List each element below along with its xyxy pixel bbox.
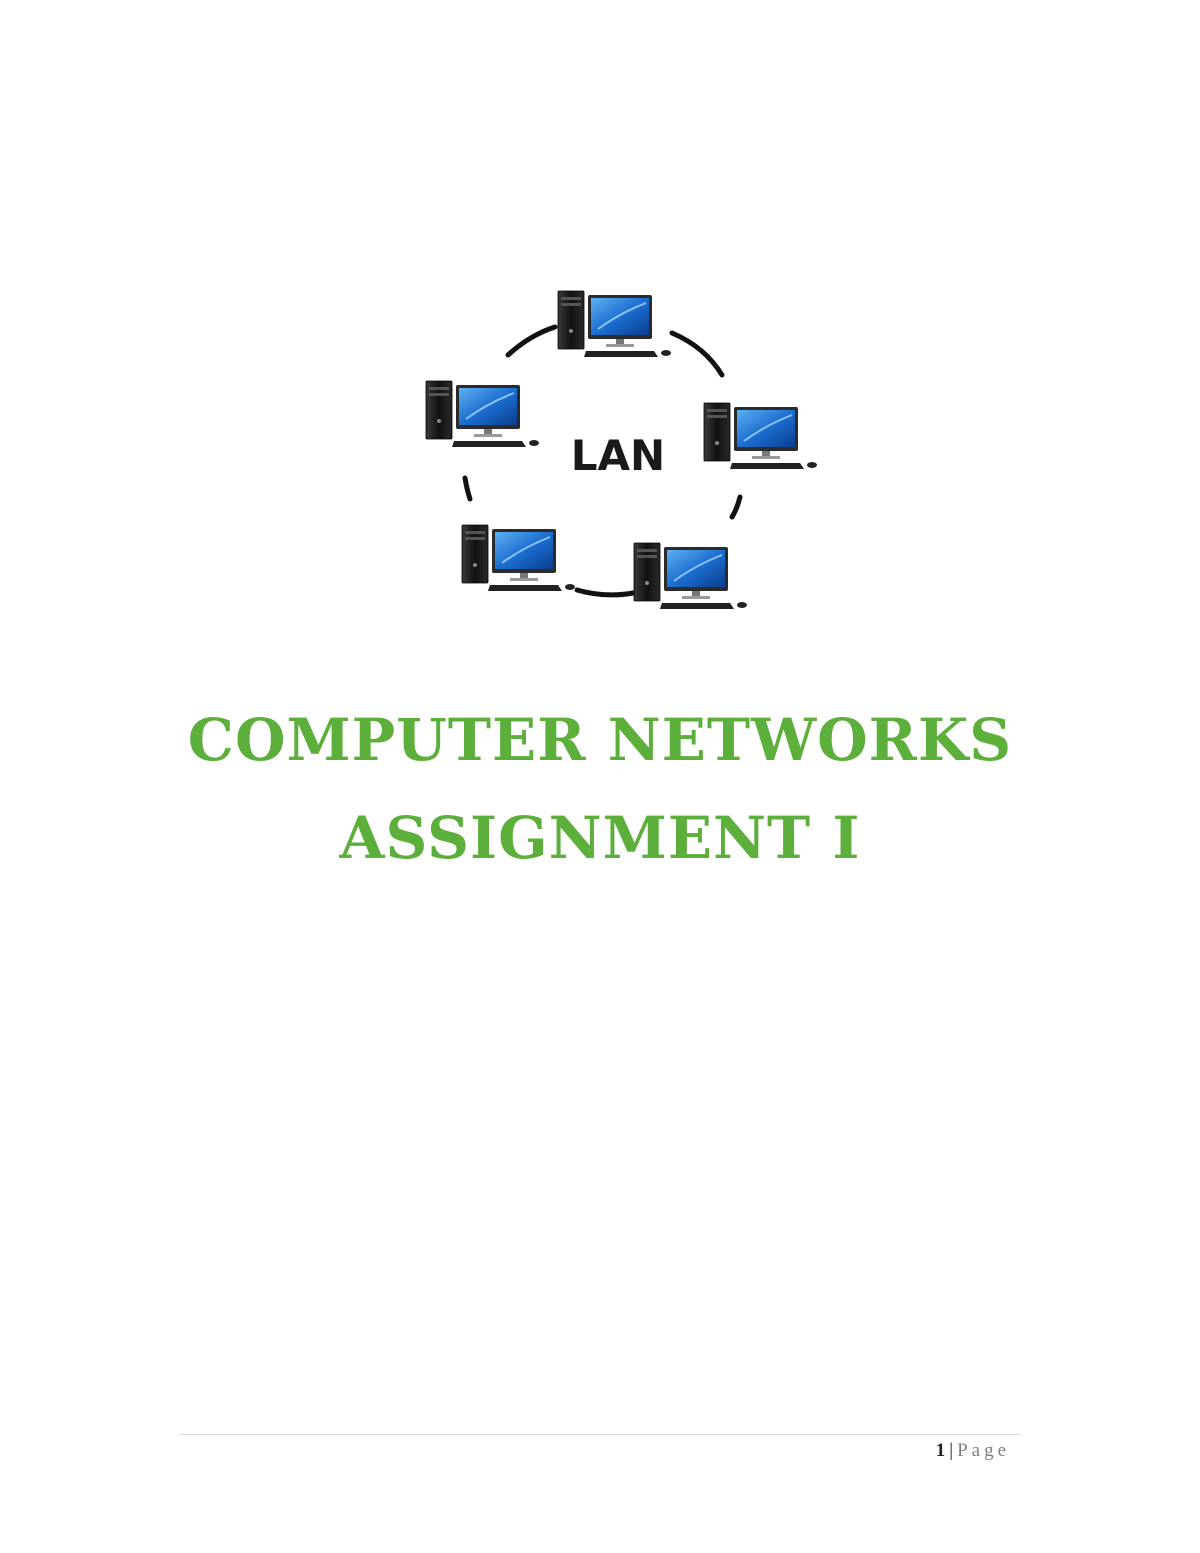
computer-top-icon bbox=[557, 290, 672, 358]
ring-segment-top-left bbox=[505, 324, 558, 358]
page-label: Page bbox=[957, 1440, 1010, 1461]
document-title-line-2: ASSIGNMENT I bbox=[339, 804, 861, 872]
ring-segment-bottom bbox=[574, 587, 636, 598]
page-number: 1 bbox=[935, 1440, 946, 1461]
ring-segment-left bbox=[462, 475, 473, 502]
ring-segment-right bbox=[729, 494, 743, 520]
computer-bottom-right-icon bbox=[633, 542, 748, 610]
lan-diagram: LAN bbox=[420, 285, 820, 615]
footer-separator: | bbox=[949, 1440, 954, 1461]
lan-diagram-svg: LAN bbox=[425, 290, 818, 610]
page-footer: 1|Page bbox=[936, 1440, 1010, 1462]
ring-segment-top-right bbox=[669, 330, 725, 378]
computer-left-icon bbox=[425, 380, 540, 448]
computer-bottom-left-icon bbox=[461, 524, 576, 592]
footer-divider bbox=[180, 1434, 1020, 1435]
lan-label: LAN bbox=[571, 431, 665, 480]
ring-connections bbox=[462, 324, 743, 598]
document-title-line-1: COMPUTER NETWORKS bbox=[187, 706, 1013, 774]
computer-right-icon bbox=[703, 402, 818, 470]
